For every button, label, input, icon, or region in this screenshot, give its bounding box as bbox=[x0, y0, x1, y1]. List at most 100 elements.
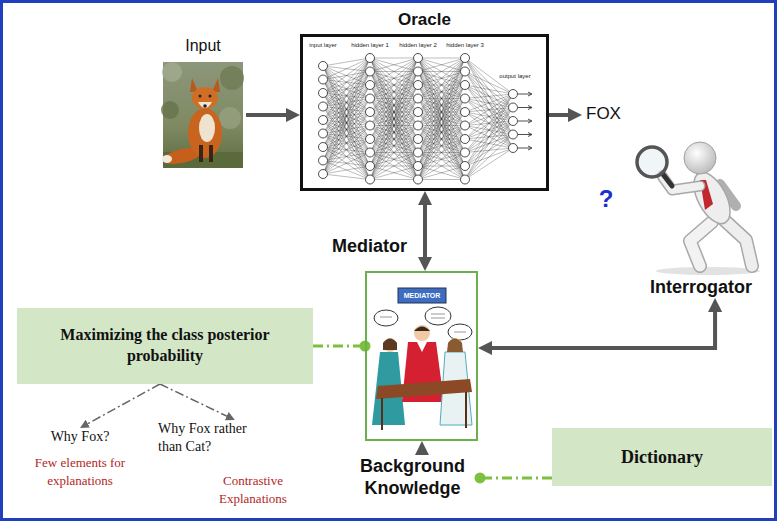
mediator-picture-part bbox=[398, 288, 446, 303]
neuron bbox=[319, 89, 328, 98]
network-link bbox=[323, 58, 370, 134]
node-heading: Mediator bbox=[332, 235, 422, 257]
neuron bbox=[461, 81, 470, 90]
fox-photo-part bbox=[198, 102, 212, 108]
network-link bbox=[370, 72, 418, 180]
connector bbox=[420, 449, 424, 455]
neuron bbox=[461, 148, 470, 157]
neuron bbox=[461, 94, 470, 103]
layer-name: hidden layer 2 bbox=[399, 41, 437, 49]
node-note: Few elements for explanations bbox=[25, 454, 135, 490]
network-link bbox=[465, 121, 513, 180]
network-link bbox=[418, 58, 465, 153]
input-image: Input bbox=[160, 60, 246, 170]
network-link bbox=[465, 94, 513, 99]
network-link bbox=[418, 72, 465, 180]
network-link bbox=[418, 85, 465, 180]
neuron bbox=[414, 162, 423, 171]
network-link bbox=[418, 58, 465, 126]
network-link bbox=[418, 58, 465, 59]
mediator-picture-part bbox=[425, 307, 451, 325]
explanation-item: Why Fox?Few elements for explanations bbox=[25, 428, 135, 490]
neuron bbox=[509, 117, 518, 126]
network-link bbox=[370, 58, 418, 139]
network-link bbox=[370, 72, 418, 180]
network-link bbox=[323, 58, 370, 66]
interrogator-figure-part bbox=[686, 167, 737, 230]
network-link bbox=[370, 58, 418, 85]
network-link bbox=[418, 58, 465, 112]
connector bbox=[486, 306, 715, 348]
mediator-picture-part bbox=[448, 324, 472, 340]
knowledge-source: Background Knowledge bbox=[345, 455, 480, 499]
output-arrow bbox=[518, 92, 532, 96]
network-link bbox=[418, 139, 465, 180]
network-link bbox=[418, 112, 465, 180]
network-link bbox=[465, 85, 513, 135]
mediator-picture-part bbox=[380, 317, 392, 318]
neuron bbox=[509, 90, 518, 99]
network-link bbox=[370, 153, 418, 180]
neuron bbox=[366, 54, 375, 63]
neuron bbox=[366, 108, 375, 117]
interrogator-figure-part bbox=[690, 222, 712, 266]
network-link bbox=[370, 58, 418, 72]
connector bbox=[160, 384, 230, 418]
neuron bbox=[461, 108, 470, 117]
network-link bbox=[370, 99, 418, 180]
network-link bbox=[323, 126, 370, 175]
network-link bbox=[418, 99, 465, 180]
network-link bbox=[370, 58, 418, 99]
neuron bbox=[414, 94, 423, 103]
network-link bbox=[418, 58, 465, 180]
oracle-network-box: Oracle bbox=[300, 34, 549, 191]
fox-photo-part bbox=[199, 95, 202, 98]
network-link bbox=[418, 126, 465, 180]
fox-photo-part bbox=[209, 95, 212, 98]
network-link bbox=[418, 72, 465, 180]
network-link bbox=[370, 58, 418, 153]
neuron bbox=[366, 81, 375, 90]
network-link bbox=[323, 58, 370, 107]
interrogator-figure-part bbox=[684, 142, 716, 174]
network-link bbox=[418, 166, 465, 180]
mediator-picture bbox=[372, 288, 472, 430]
network-link bbox=[418, 99, 465, 180]
network-link bbox=[370, 58, 418, 153]
mediator-picture-part bbox=[383, 339, 397, 351]
neuron bbox=[509, 130, 518, 139]
network-link bbox=[370, 166, 418, 180]
mediator-picture-part bbox=[414, 325, 430, 341]
network-link bbox=[323, 107, 370, 180]
node-heading: Interrogator bbox=[602, 276, 770, 298]
fox-photo-part bbox=[219, 107, 241, 129]
network-link bbox=[323, 174, 370, 180]
neuron bbox=[414, 67, 423, 76]
network-link bbox=[418, 58, 465, 85]
network-link bbox=[370, 126, 418, 180]
fox-photo-part bbox=[188, 108, 222, 158]
fox-photo bbox=[161, 62, 244, 168]
network-link bbox=[323, 120, 370, 180]
neuron bbox=[366, 148, 375, 157]
neuron bbox=[461, 135, 470, 144]
network-link bbox=[418, 126, 465, 180]
neuron bbox=[366, 94, 375, 103]
neuron bbox=[319, 129, 328, 138]
network-link bbox=[465, 94, 513, 126]
neuron bbox=[319, 75, 328, 84]
network-link bbox=[370, 112, 418, 180]
network-link bbox=[465, 58, 513, 121]
neuron bbox=[366, 162, 375, 171]
network-link bbox=[418, 139, 465, 180]
network-link bbox=[370, 58, 418, 139]
node-heading: Background Knowledge bbox=[345, 455, 480, 499]
network-link bbox=[370, 153, 418, 180]
neuron bbox=[366, 121, 375, 130]
neuron bbox=[319, 170, 328, 179]
question-mark: ? bbox=[599, 186, 614, 212]
network-link bbox=[370, 58, 418, 72]
explanation-item: Why Fox rather than Cat?Contrastive Expl… bbox=[158, 420, 303, 508]
neuron bbox=[319, 143, 328, 152]
